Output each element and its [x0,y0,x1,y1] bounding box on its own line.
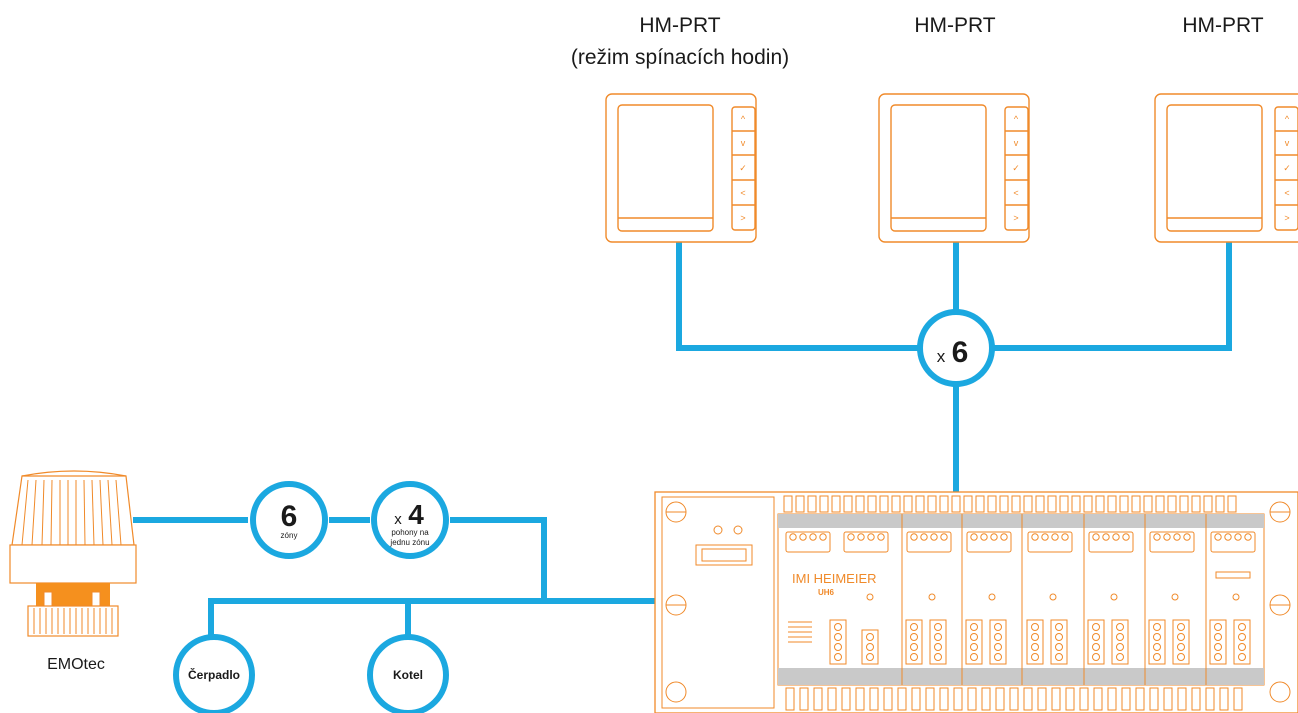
zones-value: 6 [281,500,298,533]
thermostat-2-button-down: v [1014,138,1019,148]
thermostat-3-button-up: ^ [1285,114,1290,124]
actuators-per-zone-node: x 4 pohony na jednu zónu [371,481,449,559]
actuator-wire-3 [450,517,547,601]
thermostat-1-wire [676,242,920,351]
actuator-device-icon [9,470,137,637]
zones-node: 6 zóny [250,481,328,559]
thermostat-1-button-ok: ✓ [739,163,747,173]
multiplier-prefix: x [937,347,946,366]
thermostat-3-button-right: > [1284,213,1289,223]
thermostat-3-wire [993,242,1232,351]
actuators-label-line2: jednu zónu [389,538,429,547]
boiler-node: Kotel [367,634,449,713]
boiler-label: Kotel [393,668,423,682]
thermostat-1-name: HM-PRT [639,14,721,37]
actuators-prefix: x [394,511,402,528]
actuators-label-line1: pohony na [391,528,429,537]
wiring-lines [133,242,1232,638]
thermostat-1-button-up: ^ [741,114,746,124]
multiplier-value: 6 [952,336,969,369]
thermostat-2-button-right: > [1013,213,1018,223]
thermostat-1-button-down: v [741,138,746,148]
thermostat-3-button-ok: ✓ [1283,163,1291,173]
thermostat-1-button-left: < [740,188,745,198]
pump-node: Čerpadlo [173,634,255,713]
thermostat-2-button-left: < [1013,188,1018,198]
main-bus-wire [208,598,655,638]
thermostat-1-mode: (režim spínacích hodin) [570,46,790,69]
controller-model: UH6 [818,588,835,597]
thermostat-device-1 [605,93,757,243]
thermostat-device-2 [878,93,1030,243]
thermostat-3-name: HM-PRT [1182,14,1264,37]
thermostat-3-button-left: < [1284,188,1289,198]
actuator-label: EMOtec [47,656,105,673]
thermostat-2-name: HM-PRT [914,14,996,37]
thermostat-multiplier-node: x 6 [917,309,995,387]
thermostat-2-button-ok: ✓ [1012,163,1020,173]
controller-device [654,491,1298,713]
thermostat-2-button-up: ^ [1014,114,1019,124]
zones-label: zóny [281,531,298,540]
thermostat-device-3 [1154,93,1298,243]
thermostat-1-button-right: > [740,213,745,223]
controller-brand: IMI HEIMEIER [792,571,877,586]
pump-label: Čerpadlo [188,667,240,682]
actuators-value: 4 [408,499,424,530]
thermostat-3-button-down: v [1285,138,1290,148]
